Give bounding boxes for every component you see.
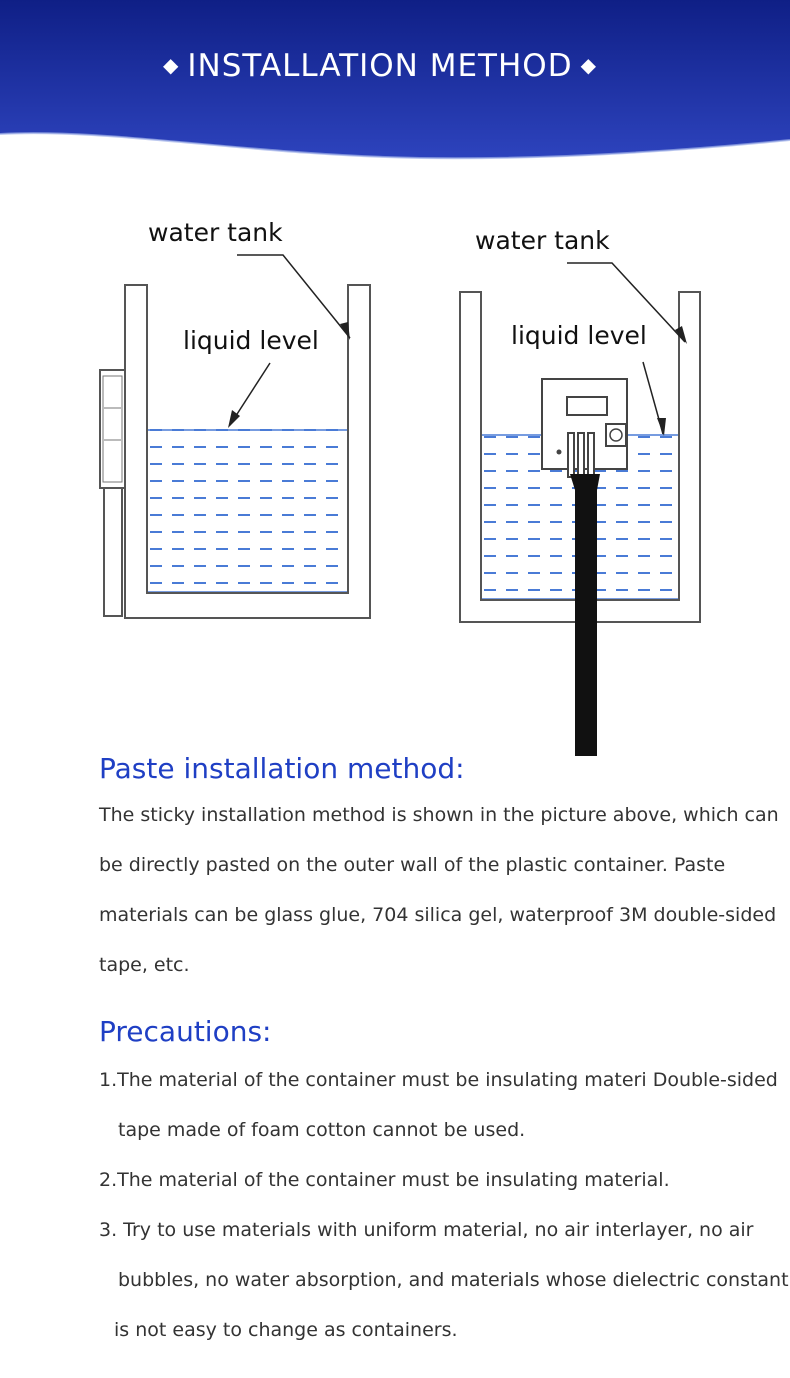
right-tank-pointer xyxy=(567,262,686,343)
right-sensor-cable xyxy=(575,488,597,756)
precaution-line: bubbles, no water absorption, and materi… xyxy=(118,1269,789,1291)
left-tank-figure xyxy=(99,254,371,619)
left-water-tank-label: water tank xyxy=(148,218,283,247)
diamond-icon: ◆ xyxy=(580,53,597,77)
precautions-list: 1.The material of the container must be … xyxy=(99,1055,789,1355)
page-title-text: INSTALLATION METHOD xyxy=(187,48,573,84)
right-tank-figure xyxy=(459,262,701,756)
left-tank-pointer xyxy=(237,254,351,339)
left-sensor-body xyxy=(99,369,126,489)
precaution-line: 3. Try to use materials with uniform mat… xyxy=(99,1219,754,1241)
diamond-icon: ◆ xyxy=(163,53,180,77)
precaution-line: is not easy to change as containers. xyxy=(114,1319,458,1341)
banner-wave-background xyxy=(0,0,790,160)
paste-heading: Paste installation method: xyxy=(99,752,465,785)
right-liquid-level-label: liquid level xyxy=(511,321,647,350)
paste-line: tape, etc. xyxy=(99,954,190,976)
precaution-line: tape made of foam cotton cannot be used. xyxy=(118,1119,526,1141)
header-banner: ◆ INSTALLATION METHOD ◆ xyxy=(0,0,790,170)
right-sensor-wires xyxy=(567,432,595,478)
installation-diagram: water tank liquid level water tank liqui… xyxy=(0,190,790,760)
right-tank-wall xyxy=(459,291,701,623)
precautions-heading: Precautions: xyxy=(99,1015,272,1048)
precaution-line: 2.The material of the container must be … xyxy=(99,1169,670,1191)
paste-line: The sticky installation method is shown … xyxy=(99,804,779,826)
precaution-line: 1.The material of the container must be … xyxy=(99,1069,778,1091)
paste-line: be directly pasted on the outer wall of … xyxy=(99,854,726,876)
paste-description: The sticky installation method is shown … xyxy=(99,790,779,990)
left-water-lines xyxy=(150,429,346,584)
paste-line: materials can be glass glue, 704 silica … xyxy=(99,904,777,926)
left-sensor-cable xyxy=(103,487,123,617)
left-tank-wall xyxy=(124,284,371,619)
left-sensor-inner xyxy=(102,375,123,483)
right-water-tank-label: water tank xyxy=(475,226,610,255)
left-liquid-level-label: liquid level xyxy=(183,326,319,355)
right-sensor-chip xyxy=(566,396,608,416)
page-title: ◆ INSTALLATION METHOD ◆ xyxy=(0,48,760,84)
left-water-body xyxy=(146,429,349,593)
